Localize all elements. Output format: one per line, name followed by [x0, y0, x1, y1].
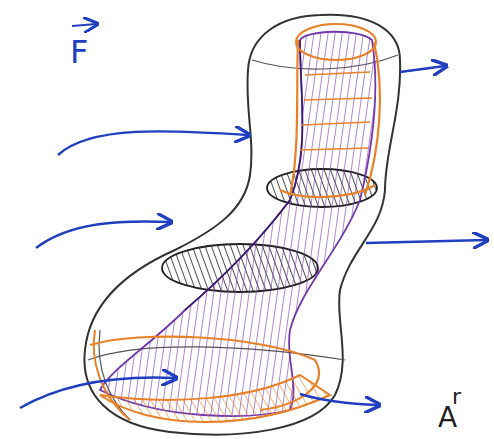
orange-cross-section [280, 185, 375, 197]
orange-cross-section [94, 330, 130, 420]
vector-label: F [70, 36, 88, 68]
field-arrow [36, 221, 170, 248]
tube-outline [84, 15, 400, 435]
strip-edge [185, 40, 303, 310]
field-arrow [300, 394, 378, 405]
orange-lower-patch [100, 375, 330, 422]
field-arrow [400, 66, 445, 72]
vector-arrow-symbol [72, 24, 96, 26]
orange-strip-outline [290, 40, 380, 195]
corner-label: A [438, 404, 457, 432]
orange-hatch [300, 72, 372, 150]
field-arrow [20, 377, 175, 408]
surface-strip [100, 32, 375, 416]
field-arrow [366, 240, 486, 243]
field-arrow [58, 131, 248, 155]
orange-cross-section [296, 24, 376, 60]
